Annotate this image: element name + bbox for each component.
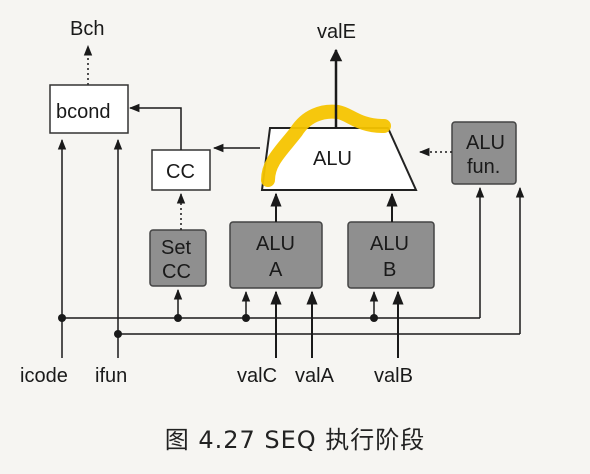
alu-b-label-line1: ALU: [370, 233, 409, 255]
ifun-bus: [113, 138, 525, 358]
cc-label: CC: [166, 161, 195, 183]
alu-a-label-line2: A: [269, 259, 283, 281]
cc-to-bcond-wire: [128, 103, 182, 150]
vala-label: valA: [295, 365, 335, 387]
bcond-box: [49, 84, 129, 134]
ifun-label: ifun: [95, 365, 127, 387]
alu-fun-label-line1: ALU: [466, 132, 505, 154]
bch-label: Bch: [70, 18, 104, 40]
set-cc-label-line2: CC: [162, 261, 191, 283]
icode-junction-dot: [242, 314, 250, 322]
icode-label: icode: [20, 365, 68, 387]
alu-a-label-line1: ALU: [256, 233, 295, 255]
alu-label: ALU: [313, 148, 352, 170]
valb-label: valB: [374, 365, 413, 387]
icode-junction-dot: [58, 314, 66, 322]
set-cc-box: [149, 229, 207, 287]
figure-caption: 图 4.27 SEQ 执行阶段: [164, 426, 426, 454]
vale-label: valE: [317, 21, 356, 43]
alu-fun-label-line2: fun.: [467, 156, 500, 178]
valc-label: valC: [237, 365, 277, 387]
icode-junction-dot: [370, 314, 378, 322]
alu-fun-box: [451, 121, 517, 185]
alu-b-label-line2: B: [383, 259, 396, 281]
set-cc-label-line1: Set: [161, 237, 191, 259]
icode-junction-dot: [174, 314, 182, 322]
alu-highlight-mark: [261, 104, 391, 187]
ifun-junction-dot: [114, 330, 122, 338]
bcond-label: bcond: [56, 101, 111, 123]
